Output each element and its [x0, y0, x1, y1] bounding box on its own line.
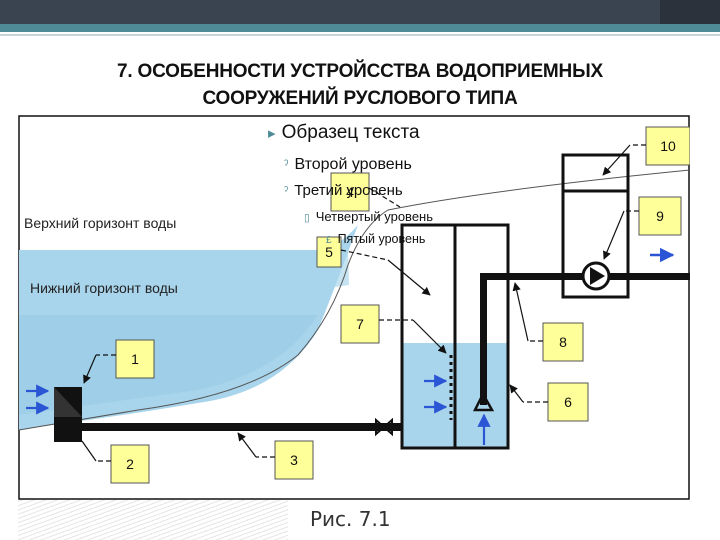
- svg-text:3: 3: [290, 452, 298, 468]
- svg-text:7: 7: [356, 316, 364, 332]
- slide-top-bar: [0, 0, 720, 24]
- bullet-level-1-text: Образец текста: [281, 122, 420, 143]
- svg-text:1: 1: [131, 351, 139, 367]
- suction-pipe-horizontal: [480, 273, 588, 280]
- river-bank-slope: [18, 169, 690, 431]
- callout-7: 7: [340, 304, 447, 354]
- svg-text:9: 9: [656, 208, 664, 224]
- callout-10: 10: [602, 126, 690, 176]
- callout-6: 6: [509, 382, 589, 422]
- slide-title-line-2: СООРУЖЕНИЙ РУСЛОВОГО ТИПА: [202, 88, 518, 109]
- bullet-level-5: £ Пятый уровень: [326, 232, 425, 246]
- slide-top-divider: [0, 34, 720, 36]
- callout-2: 2: [81, 440, 150, 484]
- bullet-level-5-text: Пятый уровень: [337, 232, 426, 246]
- slide-top-accent-band: [0, 24, 720, 32]
- bullet-level-1: ▸ Образец текста: [268, 122, 420, 144]
- bullet-marker-5: £: [326, 235, 332, 246]
- bullet-level-2: ˀ Второй уровень: [284, 156, 412, 174]
- callout-1: 1: [83, 339, 155, 384]
- bullet-level-4: ▯ Четвертый уровень: [304, 209, 433, 224]
- slide-title: 7. ОСОБЕННОСТИ УСТРОЙССТВА ВОДОПРИЕМНЫХ …: [40, 58, 680, 112]
- bullet-marker-4: ▯: [304, 213, 310, 224]
- callout-9: 9: [603, 196, 682, 260]
- lower-water-zone: [19, 315, 318, 415]
- slide-top-bar-dark-block: [660, 0, 720, 24]
- intake-base: [54, 417, 82, 442]
- pump-house: [561, 153, 630, 299]
- upper-water-label: Верхний горизонт воды: [24, 215, 176, 231]
- intake-grate: [54, 387, 82, 417]
- bullet-level-3-text: Третий уровень: [294, 182, 403, 199]
- svg-text:2: 2: [126, 456, 134, 472]
- svg-text:4: 4: [346, 184, 354, 200]
- figure-caption: Рис. 7.1: [310, 507, 391, 531]
- bullet-marker-3: ˀ: [284, 184, 289, 198]
- gravity-pipe: [82, 423, 402, 431]
- callout-3: 3: [237, 432, 314, 480]
- bullet-level-4-text: Четвертый уровень: [315, 209, 433, 224]
- lower-water-label: Нижний горизонт воды: [30, 280, 178, 296]
- callout-8: 8: [512, 282, 584, 362]
- water-intake-diagram: Верхний горизонт воды Нижний горизонт во…: [18, 115, 690, 500]
- bullet-level-3: ˀ Третий уровень: [284, 182, 403, 199]
- pressure-pipe: [609, 273, 690, 280]
- bullet-marker-1: ▸: [268, 125, 276, 142]
- callout-5: 5: [316, 236, 431, 296]
- svg-text:10: 10: [660, 138, 676, 154]
- svg-text:8: 8: [559, 334, 567, 350]
- slide-title-line-1: 7. ОСОБЕННОСТИ УСТРОЙССТВА ВОДОПРИЕМНЫХ: [117, 61, 603, 82]
- scan-hatch-artifact: [18, 500, 288, 540]
- gate-valve: [375, 417, 393, 437]
- svg-text:5: 5: [325, 244, 333, 260]
- suction-pipe-vertical: [480, 275, 487, 405]
- bullet-level-2-text: Второй уровень: [294, 156, 412, 173]
- svg-text:6: 6: [564, 394, 572, 410]
- callout-4: 4: [330, 172, 401, 212]
- suction-inlet: [472, 391, 495, 412]
- pump-arrowhead: [590, 267, 605, 285]
- bullet-marker-2: ˀ: [284, 157, 289, 172]
